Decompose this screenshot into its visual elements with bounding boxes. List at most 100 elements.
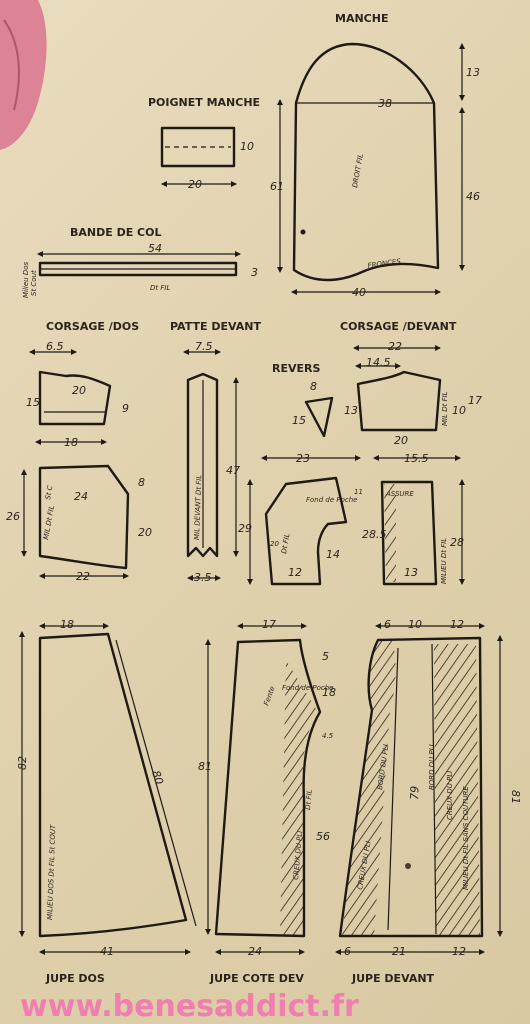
revers-piece <box>304 396 334 438</box>
patte-label: MIL DEVANT Dt FIL <box>193 474 203 540</box>
jdev-height-dim: 81 <box>509 790 522 804</box>
jdev-b3-dim: 12 <box>452 945 466 958</box>
cdos-fil-label: MIL Dt FIL <box>42 505 56 541</box>
cdos-upper-w-dim: 20 <box>72 384 86 397</box>
cdev-left-dim: 13 <box>344 404 358 417</box>
jdev-t2-dim: 10 <box>408 618 422 631</box>
revers-diag-dim: 15 <box>292 414 306 427</box>
jdos-slope-dim: 80 <box>149 769 166 786</box>
corsage-devant-upper <box>356 370 442 432</box>
jdos-bottom-dim: 41 <box>100 945 114 958</box>
cdev-r2-dim: 17 <box>468 394 482 407</box>
cdev-top2-dim: 14.5 <box>366 356 391 369</box>
jdev-mid-dim: 79 <box>408 786 421 800</box>
jcote-d3-dim: 4.5 <box>322 732 334 740</box>
corsage-dos-lower <box>38 464 130 570</box>
watermark: www.benesaddict.fr <box>20 989 359 1024</box>
cdev-b1-dim: 12 <box>288 566 302 579</box>
cdos-upper-rh-dim: 9 <box>122 402 129 415</box>
cdos-bottom-dim: 22 <box>76 570 90 583</box>
revers-title: REVERS <box>272 362 320 375</box>
cdev-b2-dim: 14 <box>326 548 340 561</box>
cdev-fond-label: Fond de Poche <box>306 496 358 504</box>
cdos-sc-label: St C <box>44 485 54 501</box>
cdos-lower-r-dim: 20 <box>138 526 152 539</box>
manche-bottom-dim: 40 <box>352 286 366 299</box>
manche-fronces-label: FRONCES <box>367 257 402 270</box>
corsage-dos-title: CORSAGE /DOS <box>46 320 139 333</box>
cdev-w-dim: 23 <box>296 452 310 465</box>
cdev-h4-dim: 28 <box>450 536 464 549</box>
corsage-dos-upper <box>38 370 112 426</box>
jdev-t1-dim: 6 <box>384 618 391 631</box>
jdos-label: MILIEU DOS Dt FIL St COUT <box>46 824 57 920</box>
jdev-milieu-label: MILIEU Dt FIL SANS COUTURE <box>462 786 470 890</box>
jdos-top-dim: 18 <box>60 618 74 631</box>
corsage-devant-left <box>264 476 348 586</box>
cdev-h2-dim: 20 <box>270 540 279 548</box>
jdev-fold-line-2 <box>431 643 437 935</box>
patte-bottom-dim: 3.5 <box>194 571 212 584</box>
jcote-d1-dim: 5 <box>322 650 329 663</box>
jcote-hatch <box>280 660 318 936</box>
jupe-cote-title: JUPE COTE DEV <box>209 972 304 985</box>
patte-height-dim: 47 <box>226 464 240 477</box>
corsage-devant-title: CORSAGE /DEVANT <box>340 320 457 333</box>
manche-notch <box>300 229 306 235</box>
cdos-height-dim: 26 <box>6 510 20 523</box>
cdev-milieu-label: MILIEU Dt FIL <box>440 538 448 584</box>
bande-title: BANDE DE COL <box>70 226 162 239</box>
jdos-height-dim: 82 <box>16 756 29 770</box>
jupe-dos-title: JUPE DOS <box>45 972 105 985</box>
patte-piece <box>186 372 219 558</box>
jcote-fente-label: Fente <box>262 685 276 706</box>
jdev-t3-dim: 12 <box>450 618 464 631</box>
cdev-w2-dim: 15.5 <box>404 452 429 465</box>
manche-righttop-dim: 13 <box>466 66 480 79</box>
poignet-height-dim: 10 <box>240 140 254 153</box>
jcote-height-dim: 81 <box>198 760 212 773</box>
jupe-cote-piece <box>214 638 322 938</box>
jdev-fold-line-1 <box>387 647 399 931</box>
jcote-fil-label: Dt FIL <box>304 789 314 810</box>
bande-height-dim: 3 <box>251 266 258 279</box>
manche-piece <box>292 42 440 282</box>
cdev-h3-dim: 28.5 <box>362 528 387 541</box>
cdev-fil2-label: Dt FIL <box>280 533 291 555</box>
jdos-slope-line <box>115 639 197 927</box>
cdev-bot-dim: 13 <box>404 566 418 579</box>
corsage-devant-right <box>380 480 438 586</box>
bande-length-dim: 54 <box>148 242 162 255</box>
cdev-assure-hatch <box>384 484 396 582</box>
jdev-notch <box>405 863 411 869</box>
jdev-hatch-left <box>342 640 396 936</box>
cdos-top-dim: 6.5 <box>46 340 64 353</box>
jdev-creux2-label: CREUX DU PLI <box>446 771 454 820</box>
jdev-hatch-right <box>434 644 480 936</box>
jdev-bord2-label: BORD DU PLI <box>428 744 436 790</box>
manche-grain-label: DROIT FIL <box>351 153 365 188</box>
jupe-devant-title: JUPE DEVANT <box>351 972 435 985</box>
manche-left-dim: 61 <box>270 180 284 193</box>
bande-fil-label: Dt FIL <box>150 284 170 292</box>
cdos-mid-dim: 24 <box>74 490 88 503</box>
cdos-upper-lh-dim: 15 <box>26 396 40 409</box>
jupe-dos-piece <box>38 632 188 938</box>
cdev-r1-dim: 10 <box>452 404 466 417</box>
cdos-width-dim: 18 <box>64 436 78 449</box>
jcote-top-dim: 17 <box>262 618 276 631</box>
jcote-bottom-dim: 24 <box>248 945 262 958</box>
patte-title: PATTE DEVANT <box>170 320 261 333</box>
poignet-title: POIGNET MANCHE <box>148 96 260 109</box>
cdev-fil-label: MIL Dt FIL <box>441 391 449 426</box>
cdev-top-dim: 22 <box>388 340 402 353</box>
jcote-d2-dim: 18 <box>322 686 336 699</box>
pink-hand-decoration <box>0 0 47 150</box>
jupe-devant-piece <box>338 636 484 938</box>
cdev-h1-dim: 29 <box>238 522 252 535</box>
pink-hand-shading <box>3 19 20 111</box>
poignet-width-dim: 20 <box>188 178 202 191</box>
jcote-d4-dim: 56 <box>316 830 330 843</box>
patte-top-dim: 7.5 <box>195 340 213 353</box>
